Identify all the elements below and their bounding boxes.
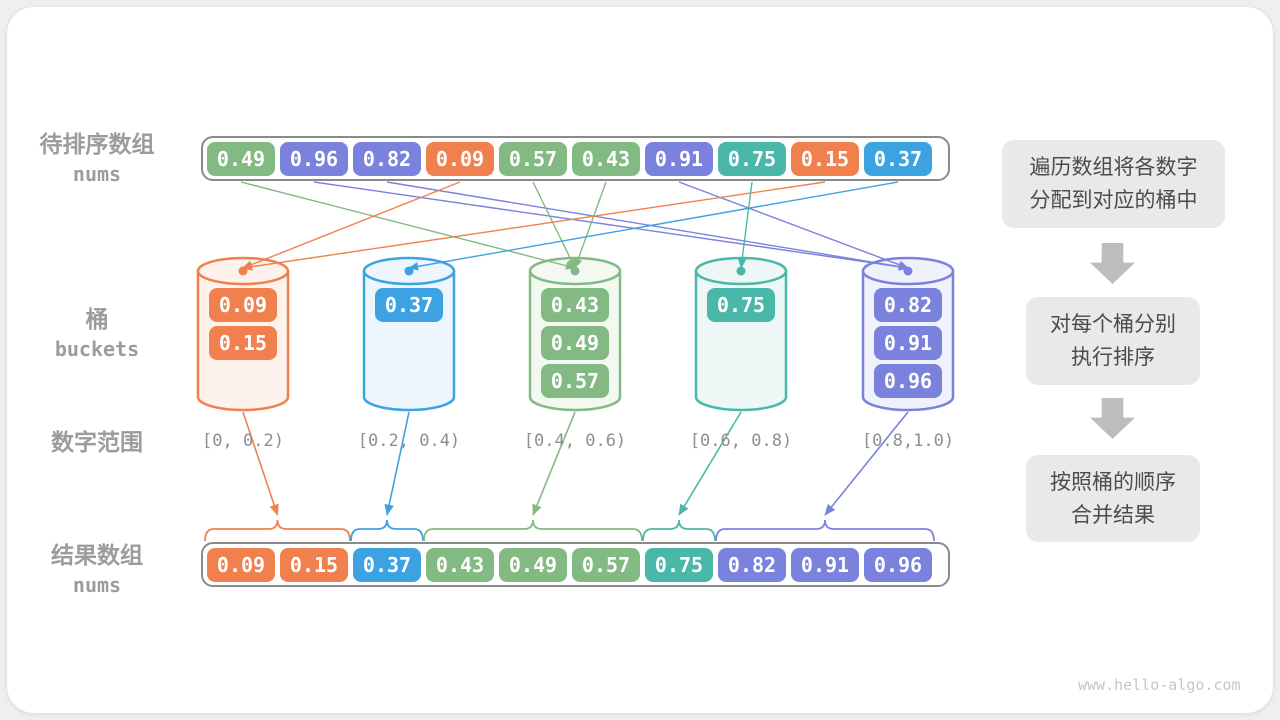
connector-lines-layer — [196, 181, 955, 542]
bucket-sort-diagram: 待排序数组 nums 桶 buckets 数字范围 结果数组 nums 0.49… — [7, 7, 1273, 713]
